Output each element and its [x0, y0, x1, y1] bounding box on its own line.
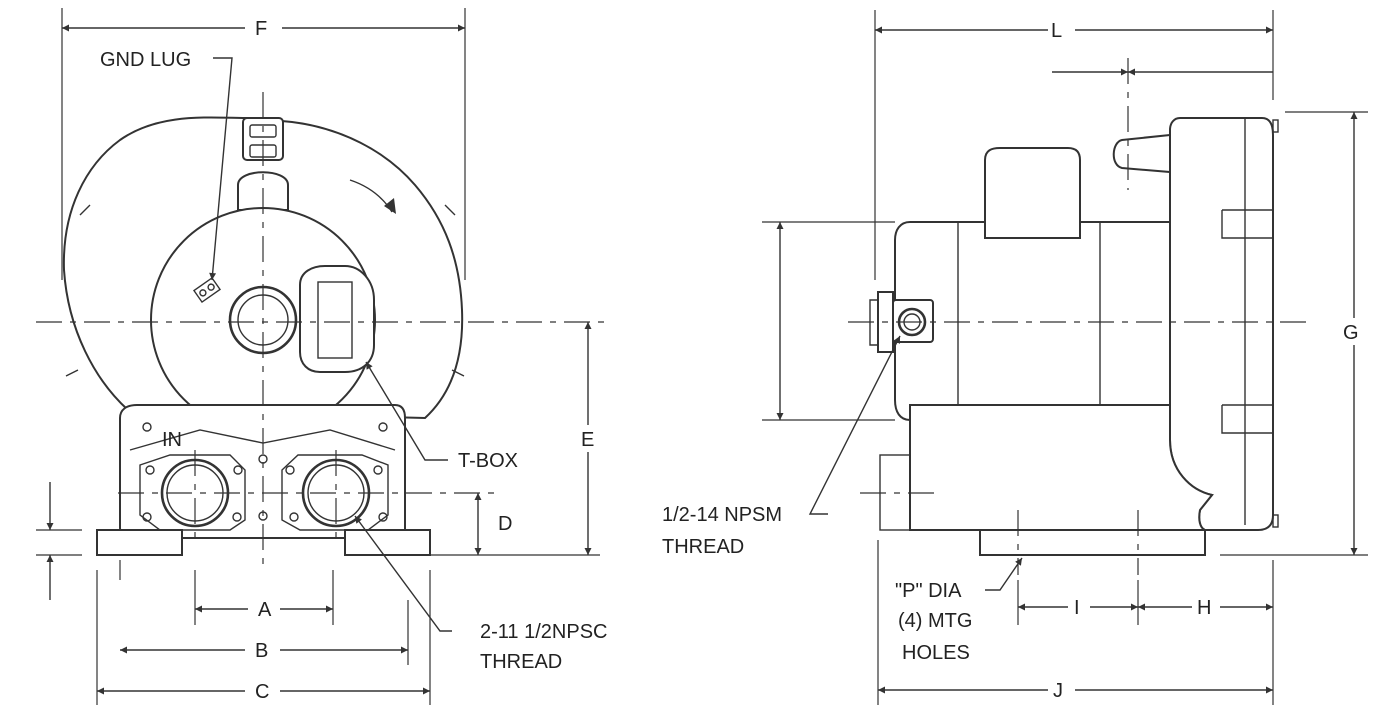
foot-right [344, 529, 431, 556]
top-box [984, 147, 1081, 239]
holes-label-line2: (4) MTG [898, 610, 972, 632]
dim-label-i: I [1074, 597, 1080, 619]
dim-label-c: C [255, 681, 269, 703]
port-thread-label-line1: 2-11 1/2NPSC [480, 621, 607, 643]
lower-housing [909, 404, 1214, 531]
dim-label-j: J [1053, 680, 1063, 702]
dim-label-l: L [1051, 20, 1062, 42]
npsm-label-line1: 1/2-14 NPSM [662, 504, 782, 526]
port-thread-label-line2: THREAD [480, 651, 562, 673]
motor-body [894, 221, 1171, 421]
gnd-lug-label: GND LUG [100, 49, 191, 71]
foot-left [96, 529, 183, 556]
base-plate [979, 529, 1206, 556]
dim-label-g: G [1343, 322, 1359, 344]
dim-label-e: E [581, 429, 594, 451]
ground-lug [192, 276, 222, 304]
dim-label-b: B [255, 640, 268, 662]
dim-label-d: D [498, 513, 512, 535]
dim-label-h: H [1197, 597, 1211, 619]
front-view [36, 92, 610, 570]
holes-label-line1: "P" DIA [895, 580, 962, 602]
dim-label-a: A [258, 599, 272, 621]
side-view [848, 58, 1310, 575]
dim-label-f: F [255, 18, 267, 40]
front-dimensions [36, 8, 600, 705]
npsm-label-line2: THREAD [662, 536, 744, 558]
side-dimensions [762, 10, 1368, 705]
side-housing [1169, 117, 1274, 531]
tbox-label: T-BOX [458, 450, 518, 472]
inlet-label: IN [162, 429, 182, 451]
holes-label-line3: HOLES [902, 642, 970, 664]
